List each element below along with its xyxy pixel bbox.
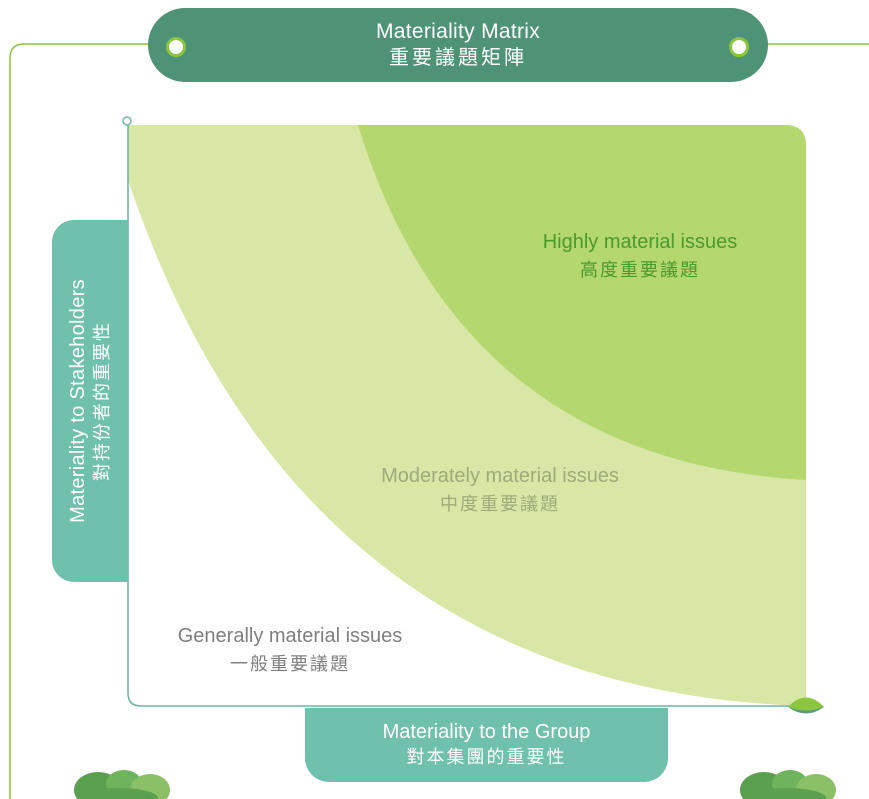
y-axis-tab (52, 220, 128, 582)
high-zone-label-zh: 高度重要議題 (580, 260, 700, 280)
title-banner: Materiality Matrix 重要議題矩陣 (148, 8, 768, 82)
moderate-zone-label-zh: 中度重要議題 (440, 494, 560, 514)
bush-icon-right (740, 770, 836, 799)
high-zone-label-en: Highly material issues (542, 231, 738, 253)
y-axis-label-zh: 對持份者的重要性 (92, 321, 112, 481)
title-en: Materiality Matrix (375, 20, 541, 43)
high-zone (358, 125, 806, 480)
bush-icon-left (74, 770, 170, 799)
general-zone-label-en: Generally material issues (177, 625, 403, 647)
moderate-zone-label: Moderately material issues 中度重要議題 (340, 462, 660, 518)
general-zone-label-zh: 一般重要議題 (230, 654, 350, 674)
x-axis-tab: Materiality to the Group 對本集團的重要性 (305, 708, 668, 782)
axis-origin-ring (122, 116, 132, 126)
general-zone-label: Generally material issues 一般重要議題 (130, 622, 450, 678)
leaf-icon (788, 697, 824, 713)
frame-line-left (9, 43, 172, 799)
x-axis-label-en: Materiality to the Group (382, 721, 591, 743)
title-zh: 重要議題矩陣 (389, 47, 527, 69)
y-axis-label-en: Materiality to Stakeholders (67, 279, 89, 523)
x-axis-label-zh: 對本集團的重要性 (406, 747, 567, 767)
title-left-ring-icon (166, 37, 186, 57)
high-zone-label: Highly material issues 高度重要議題 (490, 228, 790, 284)
y-axis-label: Materiality to Stakeholders 對持份者的重要性 (55, 191, 125, 611)
moderate-zone-label-en: Moderately material issues (381, 465, 619, 487)
matrix-axis (127, 125, 806, 707)
title-right-ring-icon (729, 37, 749, 57)
